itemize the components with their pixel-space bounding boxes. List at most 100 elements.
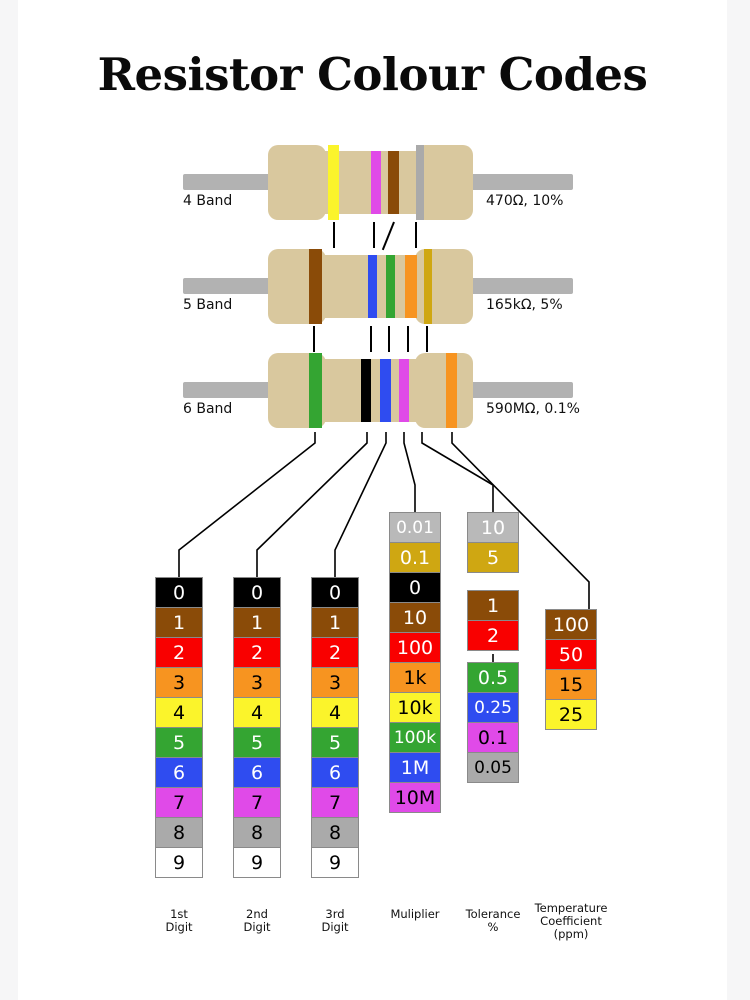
colour-swatch-blue[interactable]: 6 [155, 757, 203, 788]
resistor-band-blue [368, 255, 377, 318]
resistor-band-brown [388, 151, 399, 214]
colour-swatch-grey[interactable]: 8 [311, 817, 359, 848]
colour-swatch-black[interactable]: 0 [233, 577, 281, 608]
column-label-line: % [487, 920, 499, 934]
colour-swatch-brown[interactable]: 1 [233, 607, 281, 638]
colour-swatch-grey[interactable]: 0.05 [467, 752, 519, 783]
resistor-body-cap [268, 145, 326, 220]
band-tick [426, 326, 428, 352]
colour-swatch-yellow[interactable]: 4 [233, 697, 281, 728]
poster-canvas: Resistor Colour Codes 4 Band 470Ω, 10% 5 B… [18, 0, 727, 1000]
colour-swatch-blue[interactable]: 6 [311, 757, 359, 788]
colour-swatch-white[interactable]: 9 [233, 847, 281, 878]
colour-swatch-orange[interactable]: 3 [311, 667, 359, 698]
colour-swatch-blue[interactable]: 1M [389, 752, 441, 783]
resistor-band-brown [309, 249, 322, 324]
column-label-line: Muliplier [390, 907, 440, 921]
colour-swatch-gold[interactable]: 5 [467, 542, 519, 573]
colour-swatch-white[interactable]: 9 [155, 847, 203, 878]
colour-swatch-violet[interactable]: 10M [389, 782, 441, 813]
resistor-body [268, 353, 473, 428]
colour-swatch-orange[interactable]: 3 [155, 667, 203, 698]
column-label-line: (ppm) [553, 927, 589, 941]
page-title: Resistor Colour Codes [97, 48, 648, 101]
band-tick [373, 222, 375, 248]
colour-swatch-red[interactable]: 100 [389, 632, 441, 663]
colour-swatch-gold[interactable]: 0.1 [389, 542, 441, 573]
column-caption: Muliplier [371, 908, 459, 921]
colour-swatch-brown[interactable]: 1 [467, 590, 519, 621]
colour-swatch-grey[interactable]: 8 [233, 817, 281, 848]
colour-swatch-blue[interactable]: 0.25 [467, 692, 519, 723]
colour-swatch-silver[interactable]: 0.01 [389, 512, 441, 543]
colour-swatch-orange[interactable]: 3 [233, 667, 281, 698]
colour-swatch-brown[interactable]: 1 [155, 607, 203, 638]
colour-swatch-red[interactable]: 2 [155, 637, 203, 668]
colour-swatch-red[interactable]: 2 [311, 637, 359, 668]
column-label-line: 3rd [325, 907, 345, 921]
colour-swatch-white[interactable]: 9 [311, 847, 359, 878]
resistor-band-count-label: 6 Band [183, 401, 233, 417]
colour-swatch-brown[interactable]: 10 [389, 602, 441, 633]
colour-swatch-green[interactable]: 5 [233, 727, 281, 758]
colour-swatch-black[interactable]: 0 [311, 577, 359, 608]
colour-swatch-yellow[interactable]: 25 [545, 699, 597, 730]
leader-line [256, 432, 368, 578]
resistor-value-label: 470Ω, 10% [486, 193, 564, 209]
band-tick [415, 222, 417, 248]
colour-swatch-green[interactable]: 0.5 [467, 662, 519, 693]
colour-swatch-green[interactable]: 5 [155, 727, 203, 758]
colour-swatch-brown[interactable]: 100 [545, 609, 597, 640]
colour-swatch-violet[interactable]: 7 [311, 787, 359, 818]
colour-swatch-yellow[interactable]: 4 [311, 697, 359, 728]
column-label-line: 1st [170, 907, 188, 921]
colour-swatch-blue[interactable]: 6 [233, 757, 281, 788]
colour-swatch-orange[interactable]: 15 [545, 669, 597, 700]
colour-swatch-green[interactable]: 5 [311, 727, 359, 758]
colour-swatch-violet[interactable]: 0.1 [467, 722, 519, 753]
resistor-band-orange [446, 353, 457, 428]
resistor-value-label: 165kΩ, 5% [486, 297, 563, 313]
colour-swatch-silver[interactable]: 10 [467, 512, 519, 543]
colour-swatch-yellow[interactable]: 10k [389, 692, 441, 723]
band-tick [370, 326, 372, 352]
colour-swatch-violet[interactable]: 7 [155, 787, 203, 818]
column-label-line: Coefficient [540, 914, 602, 928]
resistor-body-cap [415, 353, 473, 428]
colour-swatch-red[interactable]: 2 [467, 620, 519, 651]
resistor-band-count-label: 4 Band [183, 193, 233, 209]
colour-swatch-violet[interactable]: 7 [233, 787, 281, 818]
colour-swatch-brown[interactable]: 1 [311, 607, 359, 638]
resistor-band-blue [380, 359, 391, 422]
column-label-line: Digit [243, 920, 271, 934]
leader-line [178, 432, 316, 578]
column-caption: Tolerance% [449, 908, 537, 934]
colour-swatch-red[interactable]: 50 [545, 639, 597, 670]
band-tick [333, 222, 335, 248]
resistor-body-cap [415, 145, 473, 220]
colour-swatch-black[interactable]: 0 [389, 572, 441, 603]
colour-swatch-grey[interactable]: 8 [155, 817, 203, 848]
colour-swatch-green[interactable]: 100k [389, 722, 441, 753]
resistor-band-violet [399, 359, 409, 422]
colour-swatch-black[interactable]: 0 [155, 577, 203, 608]
colour-swatch-yellow[interactable]: 4 [155, 697, 203, 728]
colour-swatch-red[interactable]: 2 [233, 637, 281, 668]
colour-swatch-orange[interactable]: 1k [389, 662, 441, 693]
resistor-band-yellow [328, 145, 339, 220]
column-label-line: 2nd [246, 907, 268, 921]
resistor-body [268, 145, 473, 220]
column-label-line: Digit [165, 920, 193, 934]
